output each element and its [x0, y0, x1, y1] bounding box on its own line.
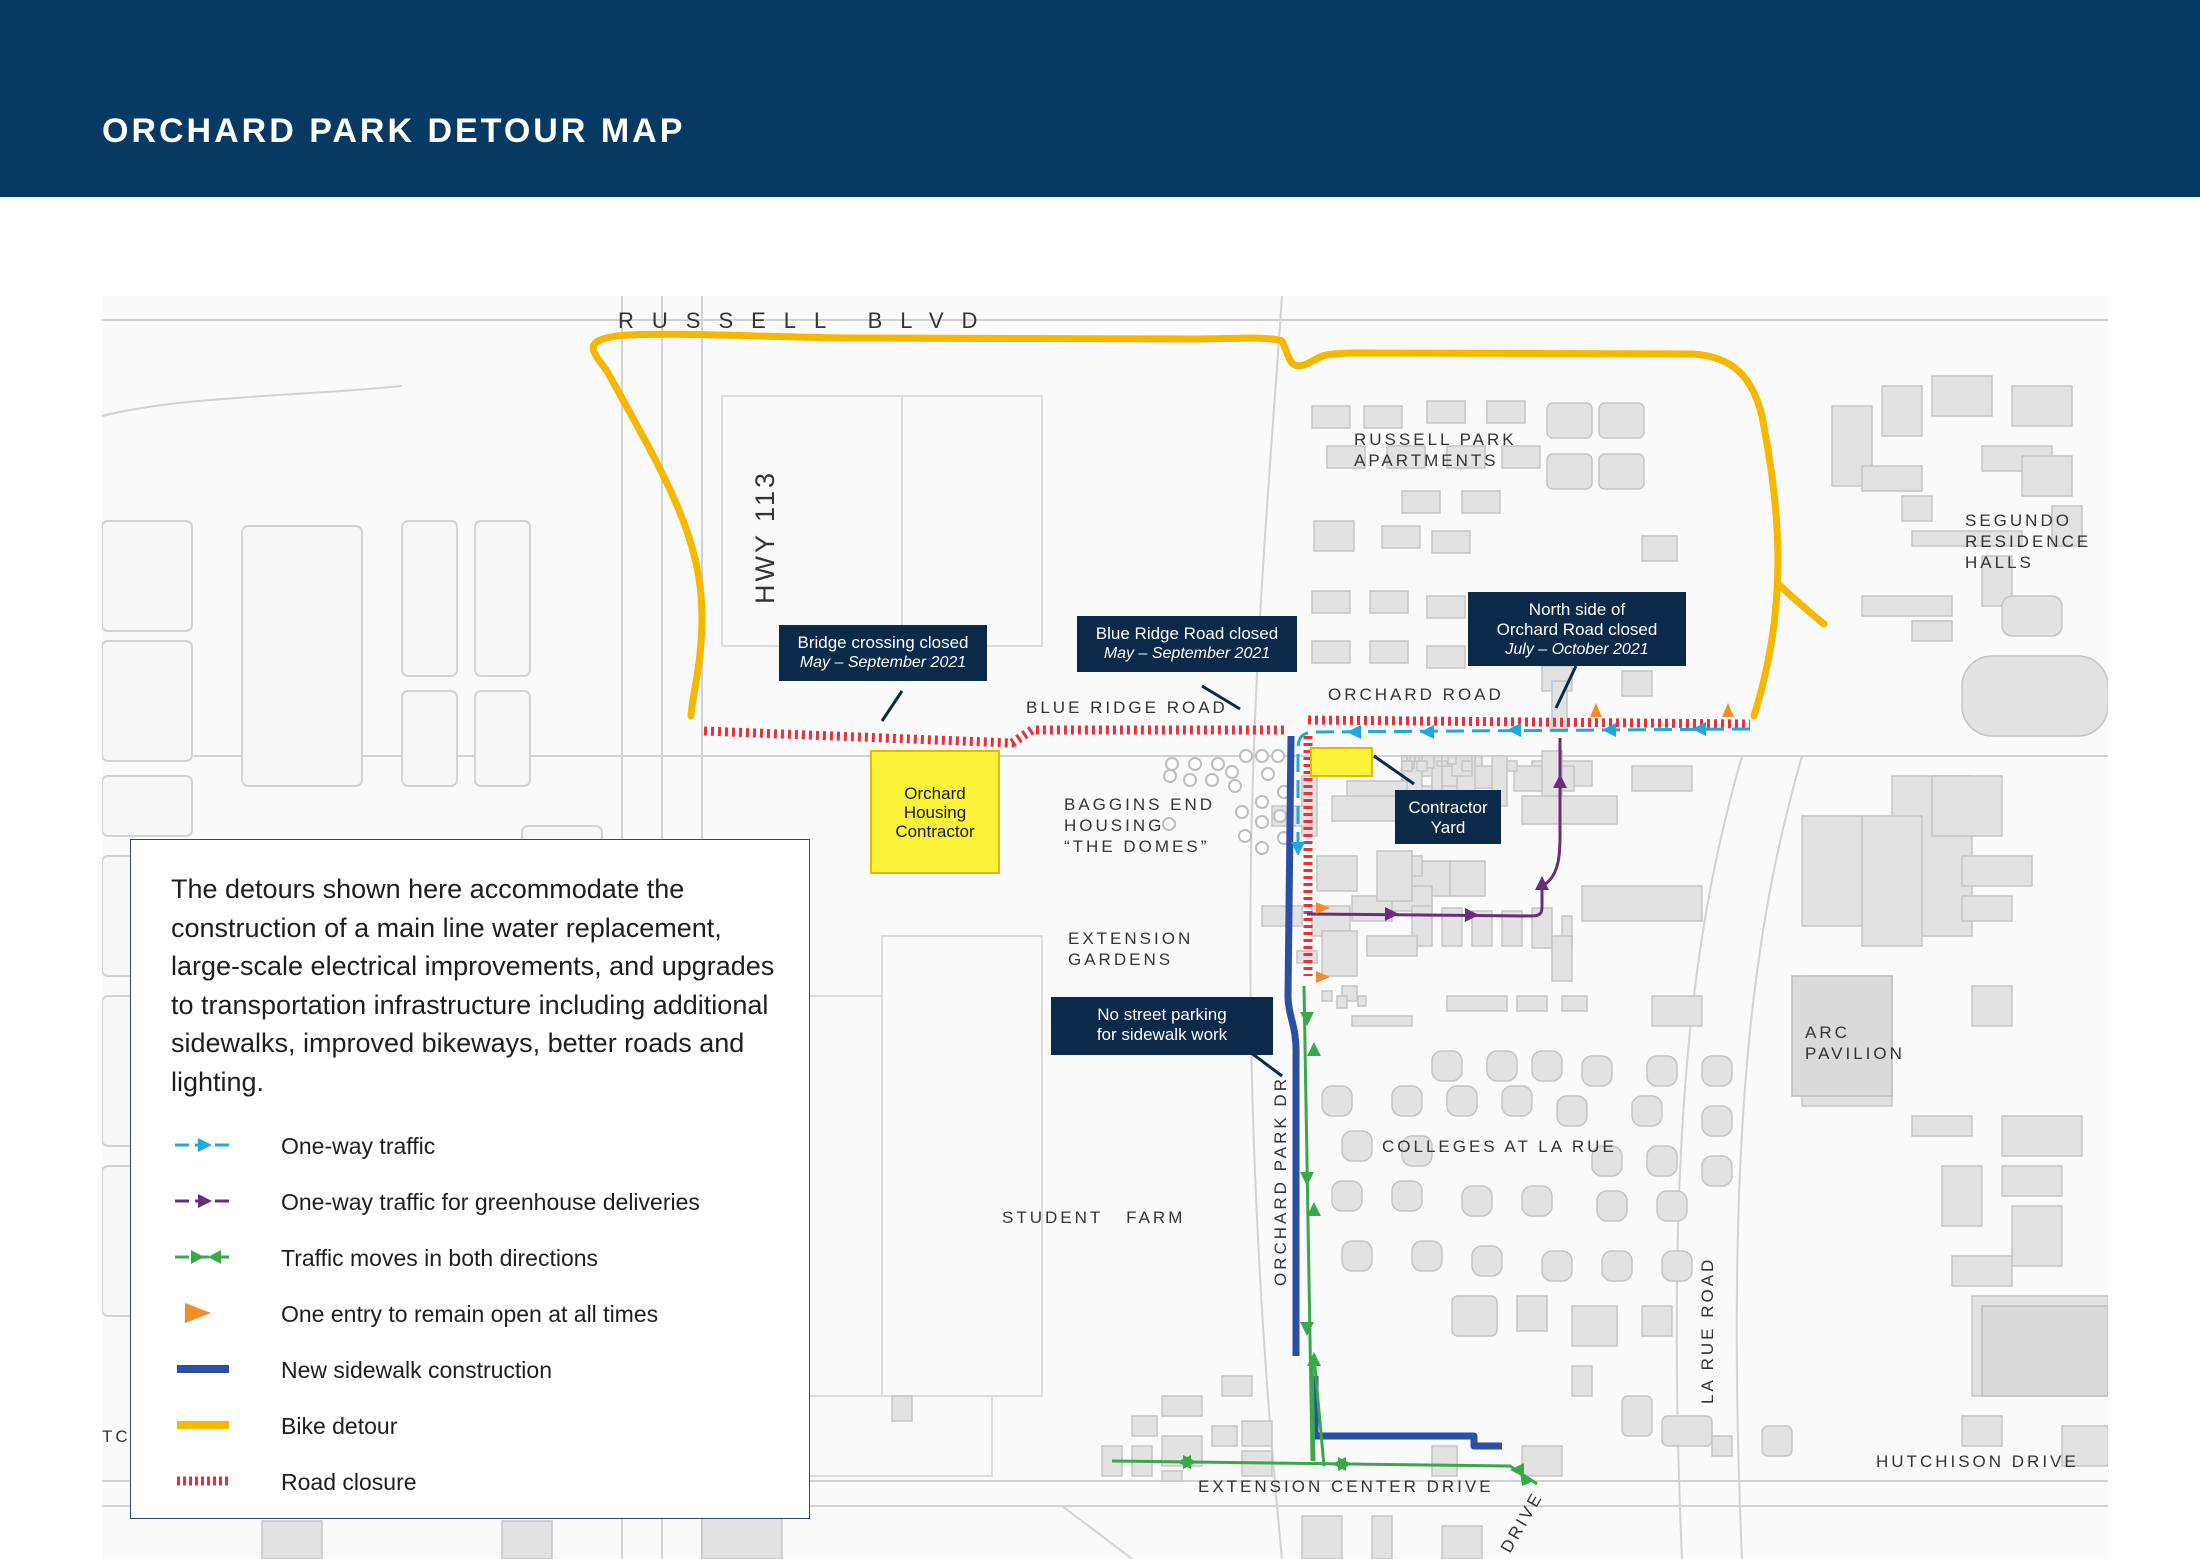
place-label-student-farm: STUDENT FARM — [1002, 1208, 1186, 1227]
callout-orchard-north-dates: July – October 2021 — [1505, 641, 1649, 658]
place-label-russell-park: RUSSELL PARK APARTMENTS — [1354, 429, 1517, 471]
one-way-arrows — [1291, 722, 1706, 856]
triangle-icon — [185, 1303, 211, 1323]
callout-blue-ridge-closed: Blue Ridge Road closed May – September 2… — [1077, 616, 1297, 672]
russell-park-line-2: APARTMENTS — [1354, 451, 1499, 470]
place-label-colleges: COLLEGES AT LA RUE — [1382, 1137, 1617, 1156]
callout-contractor-yard-line-1: Contractor — [1408, 798, 1488, 817]
callout-orchard-north-line-2: Orchard Road closed — [1496, 620, 1658, 639]
dashed-line-icon — [177, 1476, 229, 1486]
legend-item-sidewalk: New sidewalk construction — [171, 1349, 791, 1389]
orchard-housing-line-1: Orchard — [904, 784, 966, 803]
greenhouse-arrows — [1385, 774, 1567, 922]
street-label-edge-fragment: TC — [102, 1427, 131, 1446]
legend-label-one-way: One-way traffic — [281, 1133, 436, 1159]
arc-pavilion-line-2: PAVILION — [1805, 1044, 1905, 1063]
new-sidewalk-route — [1284, 735, 1502, 1450]
callout-no-parking-line-2: for sidewalk work — [1096, 1025, 1228, 1044]
callout-orchard-north-closed: North side of Orchard Road closed July –… — [1468, 592, 1686, 666]
legend-label-two-way: Traffic moves in both directions — [281, 1245, 599, 1271]
arc-pavilion-line-1: ARC — [1805, 1023, 1850, 1042]
solid-line-icon — [177, 1421, 229, 1429]
callout-blue-ridge-title: Blue Ridge Road closed — [1095, 624, 1279, 643]
street-label-blue-ridge-road: BLUE RIDGE ROAD — [1026, 698, 1228, 717]
one-way-arrow-icon — [175, 1194, 235, 1208]
two-way-arrows — [1177, 1012, 1532, 1486]
legend-item-road-closure: Road closure — [171, 1461, 791, 1501]
baggins-line-3: “THE DOMES” — [1064, 837, 1210, 856]
page-title: ORCHARD PARK DETOUR MAP — [102, 112, 686, 150]
baggins-line-1: BAGGINS END — [1064, 795, 1216, 814]
one-way-traffic-route — [1296, 727, 1751, 856]
street-label-hwy-113: HWY 113 — [750, 469, 780, 604]
open-entry-markers — [1316, 703, 1734, 983]
large-buildings — [1791, 975, 2108, 1397]
segundo-line-1: SEGUNDO — [1965, 511, 2072, 530]
header-bar: ORCHARD PARK DETOUR MAP — [0, 0, 2200, 197]
contractor-yard-marker — [1310, 747, 1373, 777]
legend-item-greenhouse: One-way traffic for greenhouse deliverie… — [171, 1181, 791, 1221]
legend-label-greenhouse: One-way traffic for greenhouse deliverie… — [281, 1189, 700, 1215]
callout-contractor-yard-line-2: Yard — [1430, 818, 1466, 837]
street-label-hutchison-drive: HUTCHISON DRIVE — [1876, 1452, 2079, 1471]
callout-bridge-closed: Bridge crossing closed May – September 2… — [779, 625, 987, 681]
callout-no-parking-line-1: No street parking — [1097, 1005, 1227, 1024]
legend-item-one-way: One-way traffic — [171, 1125, 791, 1165]
street-label-russell-blvd: RUSSELL BLVD — [618, 308, 996, 333]
place-label-extension-gardens: EXTENSION GARDENS — [1068, 928, 1193, 970]
domes-cluster — [1162, 749, 1291, 855]
legend-item-bike: Bike detour — [171, 1405, 791, 1445]
extension-gardens-line-1: EXTENSION — [1068, 929, 1194, 948]
callout-bridge-dates: May – September 2021 — [799, 654, 967, 671]
place-label-segundo: SEGUNDO RESIDENCE HALLS — [1965, 510, 2091, 573]
segundo-line-3: HALLS — [1965, 553, 2034, 572]
legend-label-bike: Bike detour — [281, 1413, 398, 1439]
legend-label-road-closure: Road closure — [281, 1469, 417, 1495]
segundo-line-2: RESIDENCE — [1965, 532, 2092, 551]
street-label-orchard-road: ORCHARD ROAD — [1328, 685, 1504, 704]
legend-panel: The detours shown here accommodate the c… — [130, 839, 810, 1519]
callout-bridge-title: Bridge crossing closed — [797, 633, 969, 652]
legend-label-sidewalk: New sidewalk construction — [281, 1357, 553, 1383]
russell-park-line-1: RUSSELL PARK — [1354, 430, 1517, 449]
building-footprints — [261, 375, 2108, 1559]
legend-label-open-entry: One entry to remain open at all times — [281, 1301, 659, 1327]
street-label-extension-center-drive: EXTENSION CENTER DRIVE — [1198, 1477, 1494, 1496]
legend-item-open-entry: One entry to remain open at all times — [171, 1293, 791, 1333]
two-way-traffic-route — [1111, 985, 1538, 1486]
bike-detour-route — [589, 330, 1828, 720]
two-way-arrow-icon — [175, 1250, 235, 1264]
street-label-la-rue-road: LA RUE ROAD — [1698, 1256, 1717, 1404]
callout-orchard-north-line-1: North side of — [1528, 600, 1626, 619]
callout-no-street-parking: No street parking for sidewalk work — [1051, 997, 1273, 1055]
callout-contractor-yard: Contractor Yard — [1395, 790, 1501, 844]
legend-item-two-way: Traffic moves in both directions — [171, 1237, 791, 1277]
road-closures — [703, 715, 1751, 976]
place-label-baggins-end: BAGGINS END HOUSING “THE DOMES” — [1064, 794, 1215, 857]
orchard-housing-line-2: Housing — [903, 803, 967, 822]
orchard-housing-line-3: Contractor — [895, 822, 975, 841]
extension-gardens-line-2: GARDENS — [1068, 950, 1174, 969]
solid-line-icon — [177, 1365, 229, 1373]
street-label-orchard-park-dr: ORCHARD PARK DR — [1271, 1076, 1290, 1286]
callout-blue-ridge-dates: May – September 2021 — [1103, 645, 1271, 662]
one-way-arrow-icon — [175, 1138, 235, 1152]
legend-intro-text: The detours shown here accommodate the c… — [171, 874, 775, 1097]
orchard-housing-contractor-box: Orchard Housing Contractor — [870, 750, 1000, 874]
place-label-arc-pavilion: ARC PAVILION — [1805, 1022, 1905, 1064]
baggins-line-2: HOUSING — [1064, 816, 1165, 835]
